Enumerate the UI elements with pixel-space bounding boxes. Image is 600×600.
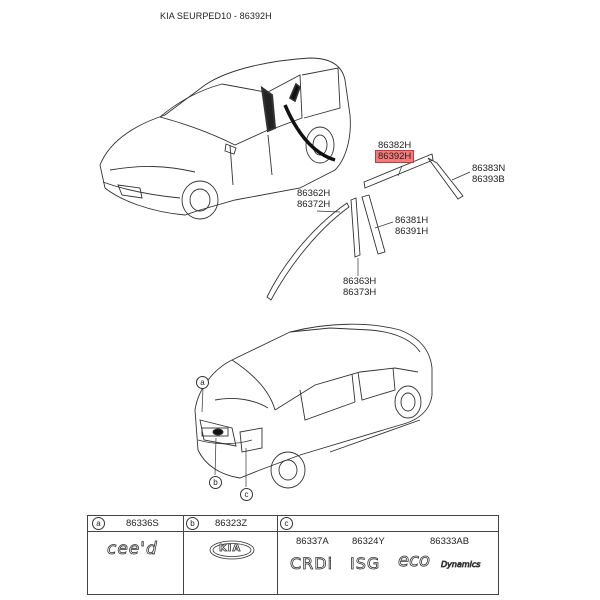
part-code-86337A: 86337A xyxy=(296,536,329,547)
trim-86383N xyxy=(427,157,464,200)
trim-86362H xyxy=(266,202,350,301)
diagram-title: KIA SEURPED10 - 86392H xyxy=(160,11,272,21)
table-marker-c: c xyxy=(280,517,293,530)
table-marker-a: a xyxy=(92,517,105,530)
part-code-86323Z: 86323Z xyxy=(215,518,248,529)
kia-emblem-text: KIA xyxy=(219,543,242,555)
callout-86372H: 86372H xyxy=(297,199,331,210)
callout-86392H-highlighted[interactable]: 86392H xyxy=(375,150,415,163)
table-column-divider xyxy=(183,516,184,594)
ceed-emblem: cee'd xyxy=(107,539,158,560)
callout-86363H: 86363H xyxy=(343,276,377,287)
front-car-illustration xyxy=(99,57,351,220)
callout-86362H: 86362H xyxy=(297,188,331,199)
emblem-parts-table xyxy=(87,515,499,595)
callout-86391H: 86391H xyxy=(395,226,429,237)
marker-b: b xyxy=(209,476,222,489)
leader-lines xyxy=(316,165,471,276)
part-code-86336S: 86336S xyxy=(126,518,159,529)
trim-86382H xyxy=(363,153,434,189)
table-column-divider xyxy=(277,516,278,594)
rear-car-illustration xyxy=(194,323,433,489)
marker-leaders xyxy=(201,387,247,487)
isg-emblem: ISG xyxy=(350,554,381,574)
callout-86382H: 86382H xyxy=(378,140,412,151)
callout-86381H: 86381H xyxy=(395,215,429,226)
trim-86381H xyxy=(361,194,386,255)
kia-oval-emblem xyxy=(209,540,255,560)
table-header-divider xyxy=(88,531,498,532)
callout-86383N: 86383N xyxy=(472,163,506,174)
callout-86393B: 86393B xyxy=(472,174,505,185)
trim-parts xyxy=(266,153,464,301)
part-code-86333AB: 86333AB xyxy=(430,536,470,547)
marker-a: a xyxy=(196,376,209,389)
crdi-emblem: CRDi xyxy=(290,554,334,574)
eco-emblem: eco xyxy=(398,550,431,572)
emblem-outlines xyxy=(209,540,255,560)
callout-86373H: 86373H xyxy=(343,287,377,298)
marker-c: c xyxy=(240,488,253,501)
table-marker-b: b xyxy=(186,517,199,530)
trim-86363H xyxy=(350,197,361,258)
dynamics-emblem: Dynamics xyxy=(441,560,481,570)
part-code-86324Y: 86324Y xyxy=(352,536,385,547)
